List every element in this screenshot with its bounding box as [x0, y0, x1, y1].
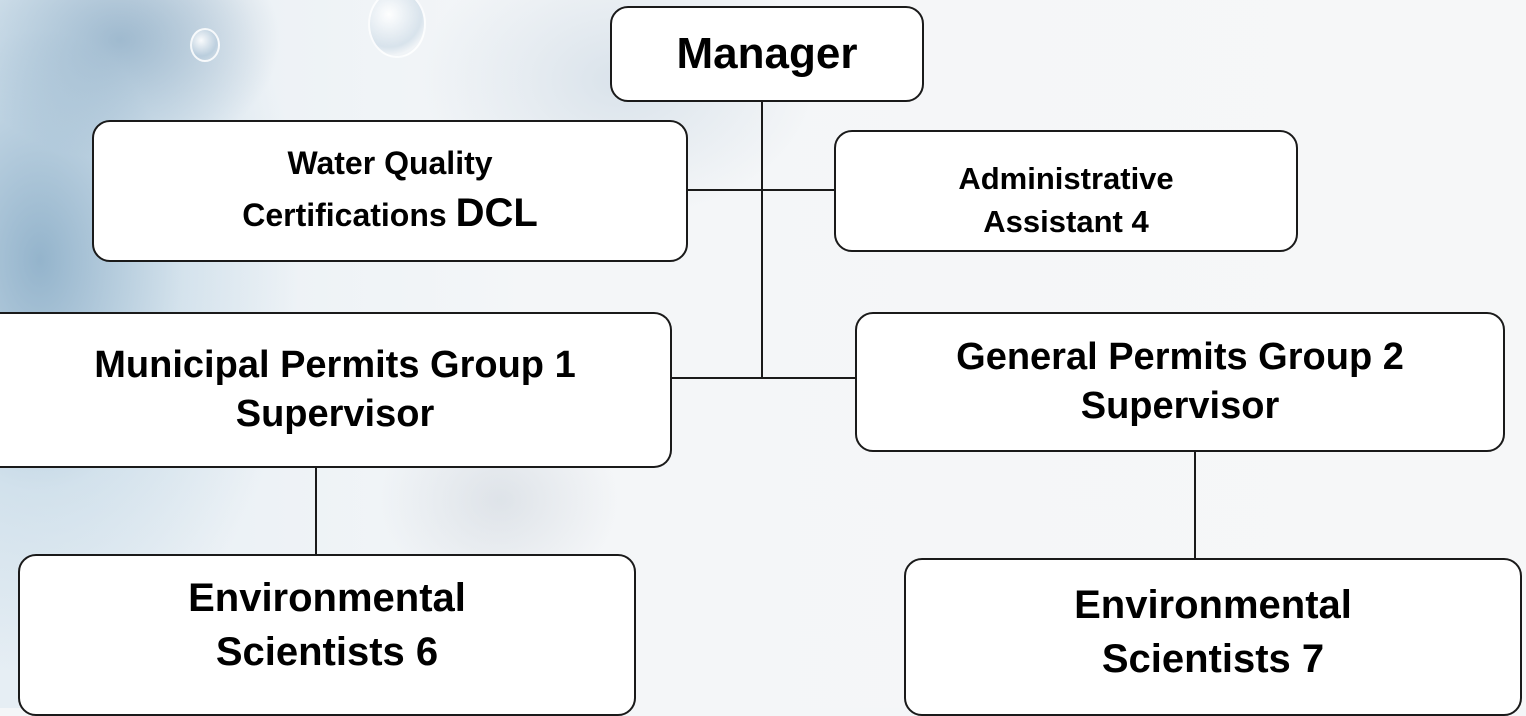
water-drop-decoration	[368, 0, 426, 58]
connector-manager-vertical	[761, 100, 763, 378]
water-quality-dcl: DCL	[455, 190, 538, 235]
municipal-permits-line1: Municipal Permits Group 1	[94, 343, 576, 386]
municipal-permits-box: Municipal Permits Group 1 Supervisor	[0, 312, 672, 468]
general-permits-line1: General Permits Group 2	[956, 335, 1404, 378]
connector-quality-admin	[688, 189, 834, 191]
manager-label: Manager	[676, 29, 858, 78]
admin-assistant-box: Administrative Assistant 4	[834, 130, 1298, 252]
env-scientists-7-line1: Environmental	[1074, 583, 1352, 627]
connector-general-scientists	[1194, 452, 1196, 558]
manager-box: Manager	[610, 6, 924, 102]
general-permits-box: General Permits Group 2 Supervisor	[855, 312, 1505, 452]
connector-supervisors	[672, 377, 856, 379]
env-scientists-7-box: Environmental Scientists 7	[904, 558, 1522, 716]
env-scientists-6-line1: Environmental	[188, 576, 466, 620]
env-scientists-6-line2: Scientists 6	[215, 630, 439, 674]
water-quality-line2: Certifications	[242, 196, 447, 233]
municipal-permits-line2: Supervisor	[235, 393, 435, 435]
admin-assistant-line2: Assistant 4	[983, 204, 1149, 239]
env-scientists-6-box: Environmental Scientists 6	[18, 554, 636, 716]
env-scientists-7-line2: Scientists 7	[1101, 637, 1325, 681]
water-drop-decoration	[190, 28, 220, 62]
water-quality-box: Water Quality Certifications DCL	[92, 120, 688, 262]
general-permits-line2: Supervisor	[1080, 385, 1280, 427]
connector-municipal-scientists	[315, 468, 317, 554]
admin-assistant-line1: Administrative	[958, 160, 1174, 196]
water-quality-line1: Water Quality	[287, 145, 493, 182]
